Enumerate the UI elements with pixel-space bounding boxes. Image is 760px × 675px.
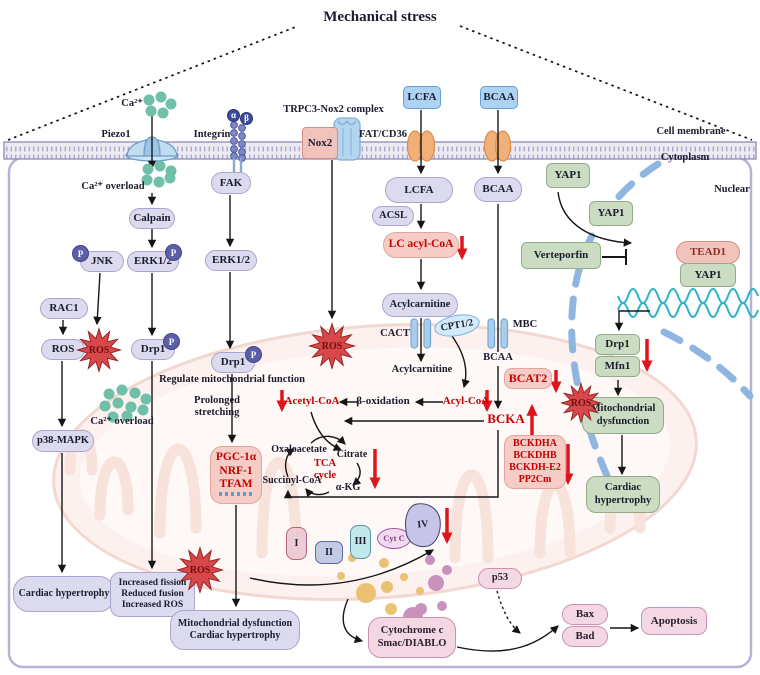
phospho-badge-drp1-b: P: [245, 346, 262, 363]
complex-ii-node: II: [315, 541, 343, 564]
bckdh-complex-node: BCKDHA BCKDHB BCKDH-E2 PP2Cm: [504, 435, 566, 489]
fat-cd36-label: FAT/CD36: [358, 129, 408, 141]
trpc3-channel-icon: [333, 117, 361, 161]
phospho-badge-drp1-a: P: [163, 333, 180, 350]
acyl-coa-label: Acyl-CoA: [442, 395, 490, 408]
complex-iii-node: III: [350, 525, 371, 559]
drp1-node-nuclear: Drp1: [595, 334, 640, 355]
akg-label: α-KG: [335, 481, 361, 493]
cardiac-hypertrophy-node: Cardiac hypertrophy: [13, 576, 115, 612]
bcaa-matrix-label: BCAA: [483, 352, 513, 364]
ros-starburst-left: ROS: [76, 327, 122, 373]
fission-fusion-node: Increased fission Reduced fusion Increas…: [110, 572, 195, 617]
oxaloacetate-label: Oxaloacetate: [271, 444, 327, 456]
beta-oxidation-label: β-oxidation: [356, 395, 410, 408]
phospho-badge-erk12: P: [165, 244, 182, 261]
erk12-node-b: ERK1/2: [205, 250, 257, 271]
bcaa-cytosol-node: BCAA: [474, 177, 522, 202]
ca-label: Ca²⁺: [121, 98, 143, 110]
ca-overload-label: Ca²⁺ overload: [81, 181, 145, 193]
integrin-beta-subunit: β: [240, 112, 253, 125]
red-arrows-layer: [276, 236, 653, 545]
p53-node: p53: [478, 568, 522, 589]
ros-starburst-fission: ROS: [176, 546, 224, 594]
verteporfin-node: Verteporfin: [521, 242, 601, 269]
cact-channel-icon: [410, 318, 432, 349]
piezo1-label: Piezo1: [101, 129, 131, 141]
rac1-node: RAC1: [40, 298, 88, 319]
ros-starburst-nox2: ROS: [308, 322, 356, 370]
ros-starburst-right: ROS: [560, 382, 602, 424]
tca-cycle-label: TCA cycle: [313, 457, 337, 481]
jnk-node: JNK: [80, 251, 124, 272]
cyt-c-node: Cyt C: [377, 528, 411, 549]
mbc-label: MBC: [512, 319, 538, 331]
fak-node: FAK: [211, 172, 251, 194]
drp1-node-b: Drp1: [211, 352, 255, 373]
calpain-node: Calpain: [129, 208, 175, 229]
cell-membrane-label: Cell membrane: [656, 126, 726, 138]
cact-label: CACT: [380, 328, 410, 340]
bcaa-extracellular: BCAA: [480, 86, 518, 109]
acylcarnitine-node: Acylcarnitine: [382, 293, 458, 317]
acetyl-coa-label: Acetyl-CoA: [284, 395, 340, 408]
dna-helix-icon: [617, 288, 759, 318]
regulate-mito-function-label: Regulate mitochondrial function: [159, 373, 305, 385]
p38-mapk-node: p38-MAPK: [32, 430, 94, 452]
prolonged-stretching-label: Prolonged stretching: [194, 394, 240, 418]
tead1-node: TEAD1: [676, 241, 740, 264]
mfn1-node: Mfn1: [595, 356, 640, 377]
calcium-ions-icon: [99, 91, 177, 423]
integrin-label: Integrin: [193, 129, 231, 141]
phospho-badge-jnk: P: [72, 245, 89, 262]
yap1-node-a: YAP1: [546, 163, 590, 188]
bax-node: Bax: [562, 604, 608, 625]
ca-overload-label-2: Ca²⁺ overload: [90, 416, 154, 428]
mechanical-stress-roof-lines: [7, 25, 753, 141]
nox2-box: Nox2: [302, 127, 338, 159]
arrows-layer: [57, 110, 650, 652]
bad-node: Bad: [562, 626, 608, 647]
mito-dysfunction-hypertrophy-node: Mitochondrial dysfunction Cardiac hypert…: [170, 610, 300, 650]
integrin-icon: [230, 121, 246, 172]
mbc-channel-icon: [487, 318, 509, 349]
cardiac-hypertrophy-node-right: Cardiac hypertrophy: [586, 476, 660, 513]
cytochrome-smac-node: Cytochrome c Smac/DIABLO: [368, 617, 456, 658]
lcfa-extracellular: LCFA: [403, 86, 441, 109]
lc-acyl-coa-node: LC acyl-CoA: [383, 232, 459, 258]
membrane-band: [3, 141, 757, 160]
yap1-node-c: YAP1: [680, 263, 736, 287]
page-title: Mechanical stress: [323, 9, 437, 26]
apoptosis-node: Apoptosis: [641, 607, 707, 635]
ros-node: ROS: [41, 339, 85, 360]
nuclear-label: Nuclear: [714, 184, 750, 196]
acsl-node: ACSL: [372, 206, 414, 226]
citrate-label: Citrate: [336, 449, 368, 461]
mtdna-squiggle-icon: [219, 492, 254, 496]
fat-cd36-transporter-icon: [406, 130, 512, 162]
trpc3-complex-label: TRPC3-Nox2 complex: [283, 104, 384, 116]
acylcarnitine-matrix-label: Acylcarnitine: [391, 364, 453, 376]
cytoplasm-label: Cytoplasm: [660, 152, 710, 164]
complex-i-node: I: [286, 527, 307, 560]
inhibition-line: [602, 249, 627, 265]
integrin-alpha-subunit: α: [227, 109, 240, 122]
yap1-node-b: YAP1: [589, 201, 633, 226]
succinyl-coa-label: Succinyl-CoA: [262, 475, 322, 487]
bcka-label: BCKA: [487, 411, 525, 427]
bcat2-node: BCAT2: [504, 368, 552, 389]
lcfa-cytosol-node: LCFA: [385, 177, 453, 203]
